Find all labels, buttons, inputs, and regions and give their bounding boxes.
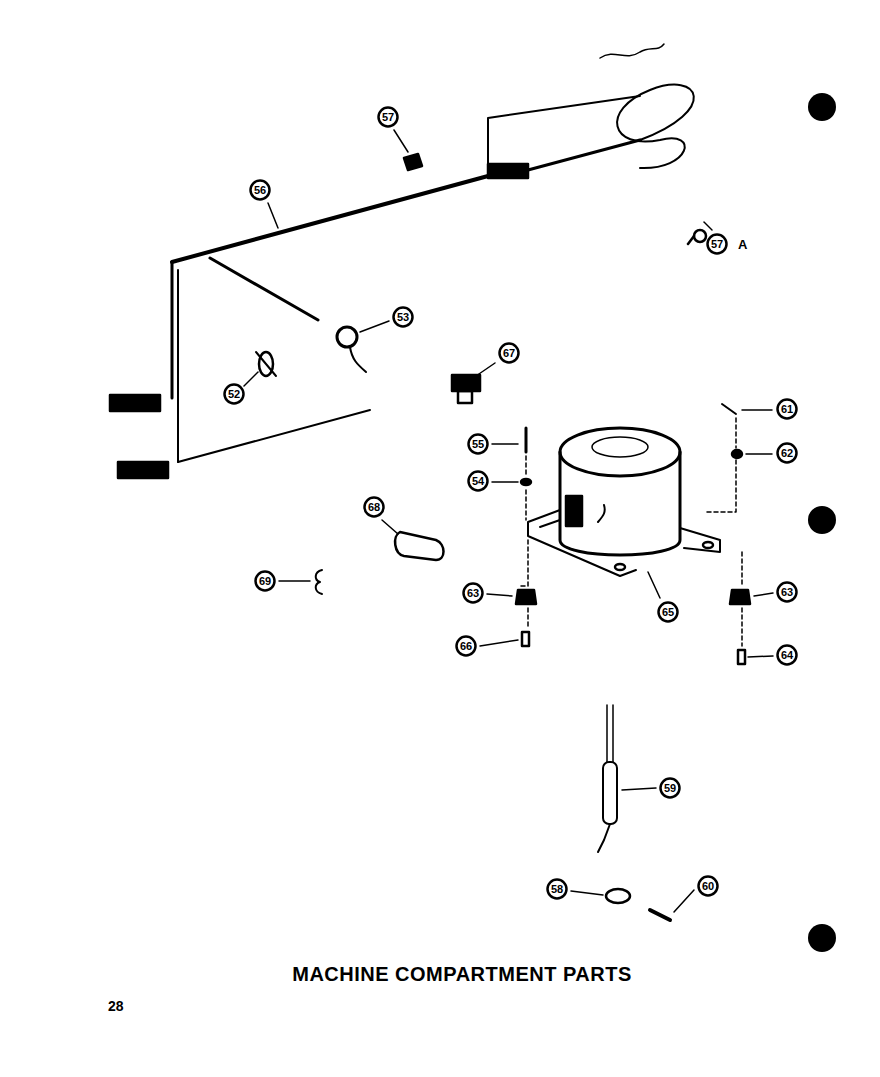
- callout-circle: 67: [498, 342, 520, 364]
- callout-number: 64: [781, 650, 793, 661]
- callout-number: 60: [702, 881, 714, 892]
- callout-number: 69: [259, 576, 271, 587]
- callout-circle: 68: [363, 496, 385, 518]
- callout-number: 54: [472, 476, 484, 487]
- callout-circle: 57: [706, 233, 728, 255]
- callout-circle: 55: [467, 433, 489, 455]
- callout-number: 52: [228, 389, 240, 400]
- callout-circle: 52: [223, 383, 245, 405]
- callout-circle: 61: [776, 398, 798, 420]
- callout-number: 55: [472, 439, 484, 450]
- callout-circle: 63: [462, 582, 484, 604]
- callout-number: 63: [781, 587, 793, 598]
- callout-number: 57: [382, 112, 394, 123]
- callout-circle: 57: [377, 106, 399, 128]
- callout-circle: 54: [467, 470, 489, 492]
- diagram-title: MACHINE COMPARTMENT PARTS: [292, 964, 632, 984]
- callout-circle: 64: [776, 644, 798, 666]
- callout-number: 68: [368, 502, 380, 513]
- callout-circle: 59: [659, 777, 681, 799]
- callout-number: 66: [460, 641, 472, 652]
- callout-number: 63: [467, 588, 479, 599]
- callout-circle: 53: [392, 306, 414, 328]
- callout-number: 53: [397, 312, 409, 323]
- callout-circle: 65: [657, 601, 679, 623]
- callout-number: 62: [781, 448, 793, 459]
- callout-number: 58: [551, 884, 563, 895]
- callout-circle: 58: [546, 878, 568, 900]
- callout-circle: 63: [776, 581, 798, 603]
- callout-number: 59: [664, 783, 676, 794]
- page-number: 28: [108, 999, 124, 1013]
- callout-suffix: A: [738, 238, 747, 251]
- callout-circle: 66: [455, 635, 477, 657]
- callout-circle: 69: [254, 570, 276, 592]
- callout-number: 56: [254, 185, 266, 196]
- callout-number: 61: [781, 404, 793, 415]
- callout-circle: 62: [776, 442, 798, 464]
- callout-number: 57: [711, 239, 723, 250]
- callout-number: 65: [662, 607, 674, 618]
- callout-circle: 60: [697, 875, 719, 897]
- callout-number: 67: [503, 348, 515, 359]
- callout-circle: 56: [249, 179, 271, 201]
